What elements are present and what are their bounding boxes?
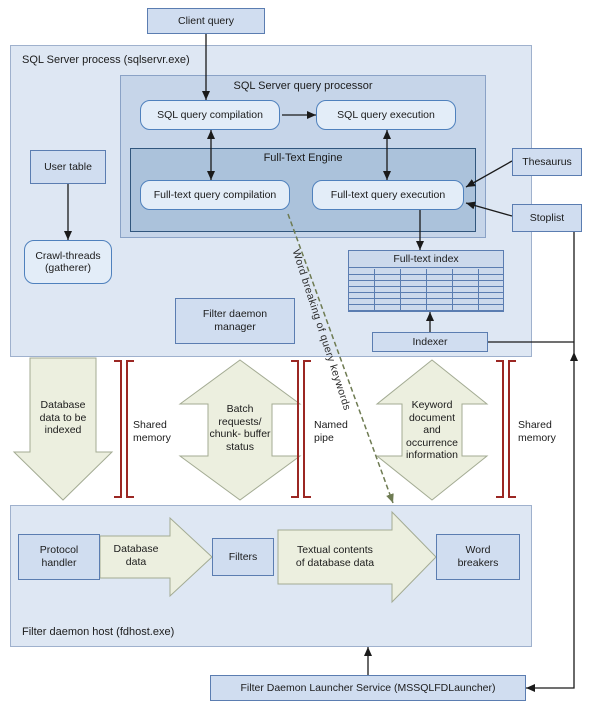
block-arrow-database-data-right (99, 516, 213, 598)
flow-label-textual-contents: Textual contents of database data (280, 544, 390, 569)
flow-label-line: data (125, 555, 147, 568)
flow-label-line: data to be (39, 411, 87, 424)
block-arrow-keyword-occurrence-vertical (375, 359, 489, 501)
block-arrow-database-data-down (12, 357, 114, 501)
protocol-handler-node: Protocol handler (18, 534, 100, 580)
full-text-engine-label: Full-Text Engine (263, 152, 343, 164)
sql-server-process-label: SQL Server process (sqlservr.exe) (22, 54, 190, 66)
red-bracket (126, 360, 134, 498)
flow-label-batch-requests: Batch requests/ chunk- buffer status (198, 403, 282, 453)
flow-label-keyword-occurrence: Keyword document and occurrence informat… (390, 399, 474, 462)
word-breakers-node: Word breakers (436, 534, 520, 580)
full-text-index-label: Full-text index (349, 251, 503, 268)
flow-label-line: Database (113, 543, 159, 555)
query-processor-label: SQL Server query processor (233, 80, 373, 92)
flow-label-database-data-to-be-indexed: Database data to be indexed (17, 399, 109, 437)
flow-label-line: information (406, 449, 458, 462)
filter-daemon-host-label: Filter daemon host (fdhost.exe) (22, 626, 175, 638)
filter-daemon-manager-node: Filter daemon manager (175, 298, 295, 344)
client-query-node: Client query (147, 8, 265, 34)
full-text-query-compilation-node: Full-text query compilation (140, 180, 290, 210)
filters-node: Filters (212, 538, 274, 576)
block-arrow-batch-requests-vertical (178, 359, 302, 501)
crawl-threads-node: Crawl-threads (gatherer) (24, 240, 112, 284)
flow-label-line: Database (40, 399, 86, 411)
dashed-arrow-word-breaking (287, 213, 394, 504)
flow-label-line: requests/ (218, 415, 262, 428)
full-text-index-node: Full-text index (348, 250, 504, 312)
sql-query-compilation-node: SQL query compilation (140, 100, 280, 130)
sql-query-execution-node: SQL query execution (316, 100, 456, 130)
full-text-index-grid (349, 269, 503, 311)
flow-label-line: Keyword (411, 399, 453, 411)
named-pipe-label: Named pipe (314, 419, 348, 445)
flow-label-database-data: Database data (102, 543, 170, 568)
full-text-query-execution-node: Full-text query execution (312, 180, 464, 210)
user-table-node: User table (30, 150, 106, 184)
flow-label-line: document (408, 411, 456, 424)
flow-label-line: chunk- buffer (209, 428, 271, 441)
connector-launcher-right-line (526, 352, 578, 692)
block-arrow-textual-contents-right (277, 510, 437, 604)
connector-stoplist-to-ft-execution (465, 201, 513, 217)
shared-memory-right-label: Shared memory (518, 419, 556, 445)
flow-label-line: of database data (295, 556, 375, 569)
flow-label-line: occurrence (406, 436, 458, 449)
shared-memory-left-label: Shared memory (133, 419, 171, 445)
red-bracket (303, 360, 311, 498)
indexer-node: Indexer (372, 332, 488, 352)
flow-label-line: Textual contents (297, 544, 373, 556)
flow-label-line: indexed (44, 424, 82, 437)
thesaurus-node: Thesaurus (512, 148, 582, 176)
red-bracket (114, 360, 122, 498)
red-bracket (508, 360, 516, 498)
flow-label-line: and (423, 424, 441, 437)
flow-label-line: Batch (226, 403, 254, 415)
red-bracket (291, 360, 299, 498)
flow-label-line: status (225, 440, 254, 453)
launcher-service-node: Filter Daemon Launcher Service (MSSQLFDL… (210, 675, 526, 701)
red-bracket (496, 360, 504, 498)
stoplist-node: Stoplist (512, 204, 582, 232)
connector-thesaurus-to-ft-execution (465, 160, 513, 188)
